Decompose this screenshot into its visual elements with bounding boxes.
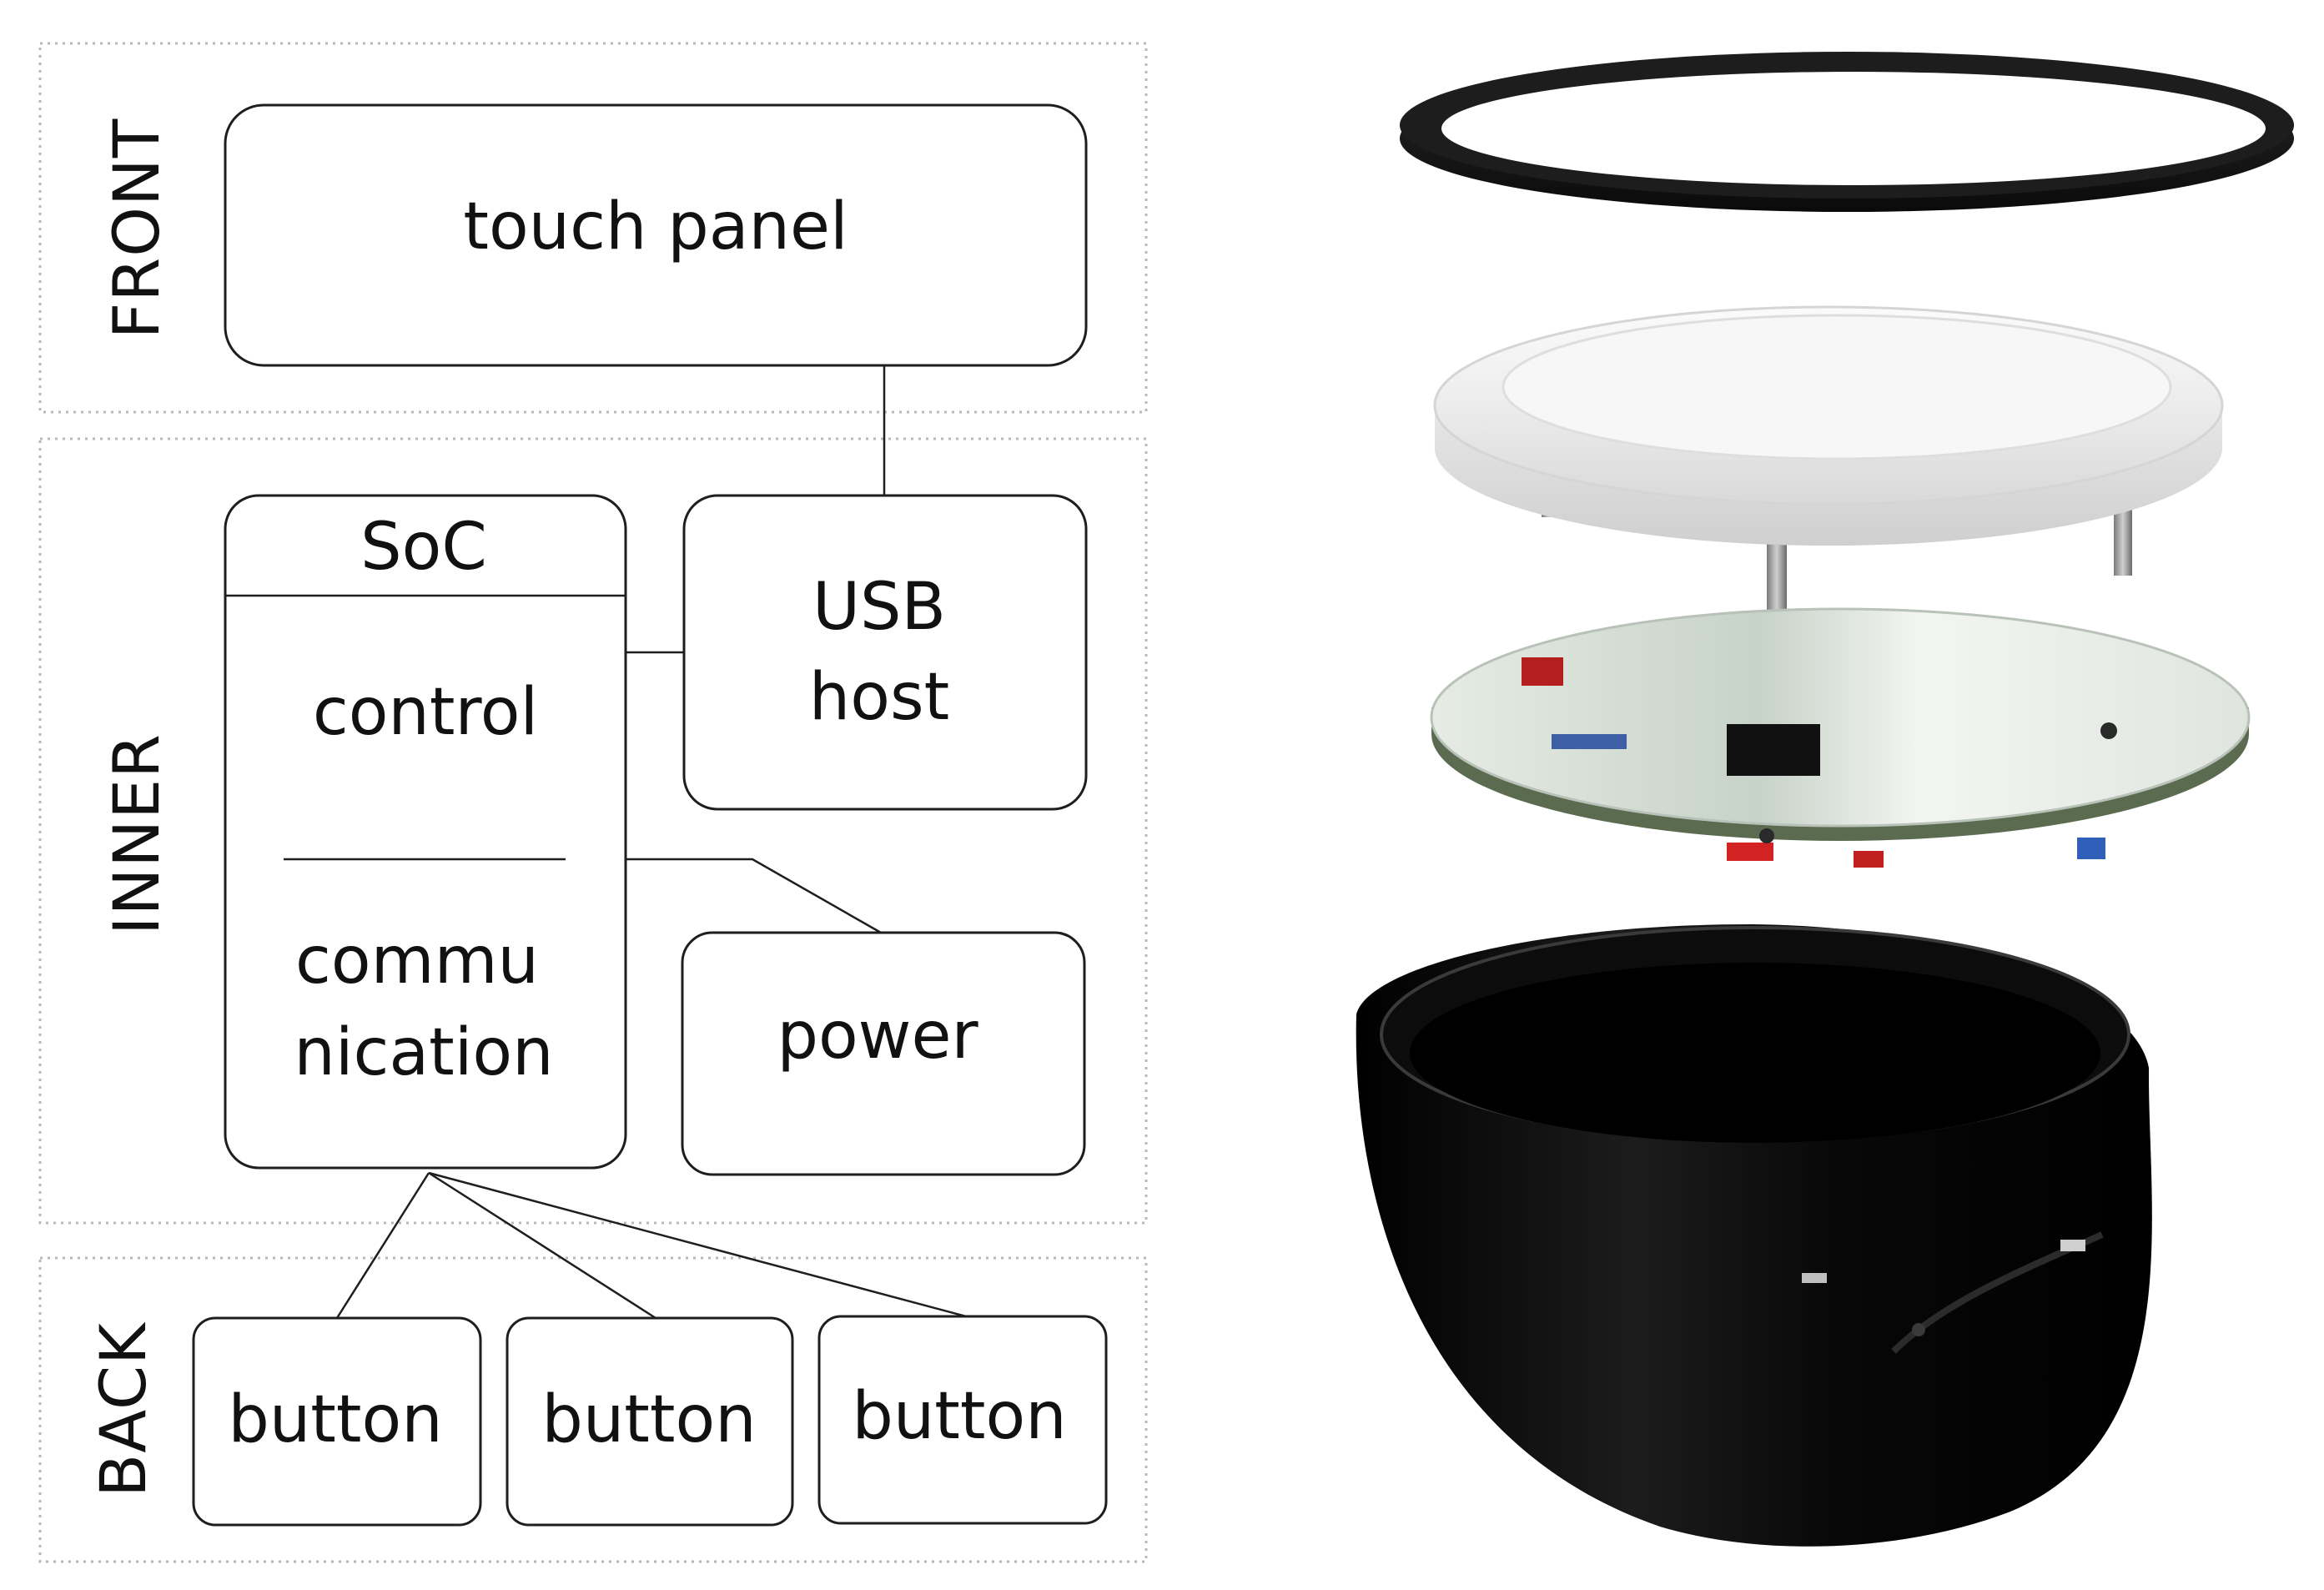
touch-panel-label: touch panel [463, 189, 848, 264]
pcb-red-connector-2 [1854, 851, 1884, 868]
power-label: power [777, 999, 978, 1074]
button-block-3: button [817, 1315, 1108, 1525]
pcb-part [1430, 607, 2251, 868]
pcb-mount-hole-2 [1759, 828, 1774, 843]
wire-soc-power [626, 858, 882, 934]
usb-host-label-1: USB [812, 570, 946, 645]
button-box-2 [506, 1316, 794, 1527]
wire-soc-button-1 [335, 1172, 430, 1319]
button-box-3 [817, 1315, 1108, 1525]
block-diagram: FRONT INNER BACK touch panel SoC control… [38, 42, 1148, 1563]
pcb-blue-connector [2077, 838, 2105, 859]
touch-panel-box [224, 103, 1088, 367]
power-box [681, 931, 1086, 1176]
front-section-frame [38, 42, 1148, 414]
housing-button-hole [1912, 1323, 1925, 1336]
touch-panel-block: touch panel [224, 103, 1088, 367]
top-ring-hole [1441, 72, 2266, 185]
usb-host-box [682, 494, 1088, 811]
button-label-1: button [228, 1382, 442, 1457]
pcb-red-component [1522, 657, 1563, 686]
lid-part [1433, 305, 2224, 667]
pcb-mount-hole [2100, 722, 2117, 739]
pcb-chip [1727, 724, 1820, 776]
button-label-3: button [852, 1379, 1066, 1454]
pcb-board [1430, 607, 2251, 828]
back-section-label: BACK [86, 1321, 160, 1497]
soc-block: SoC control commu nication [224, 494, 627, 1170]
inner-section-label: INNER [99, 733, 174, 935]
lid-post-right [2114, 504, 2132, 576]
button-label-2: button [541, 1382, 756, 1457]
exploded-view [1356, 52, 2294, 1547]
housing-part [1356, 924, 2152, 1547]
pcb-blue-strip [1552, 734, 1627, 749]
wire-soc-button-3 [428, 1171, 967, 1318]
back-section-frame [38, 1256, 1148, 1563]
housing-cavity [1410, 963, 2100, 1143]
lid-recess [1502, 314, 2172, 460]
soc-box [224, 494, 627, 1170]
housing-port-1 [1802, 1273, 1827, 1283]
pcb-red-connector-1 [1727, 843, 1773, 861]
top-ring-part [1400, 52, 2294, 212]
usb-host-label-2: host [809, 660, 949, 735]
front-section-label: FRONT [99, 118, 174, 340]
usb-host-block: USB host [682, 494, 1088, 811]
soc-communication-label-1: commu [295, 923, 539, 999]
soc-control-label: control [313, 675, 538, 750]
soc-title: SoC [360, 510, 487, 585]
button-block-1: button [192, 1316, 482, 1527]
soc-communication-label-2: nication [294, 1015, 553, 1090]
power-block: power [681, 931, 1086, 1176]
inner-section-frame [38, 437, 1148, 1225]
button-box-1 [192, 1316, 482, 1527]
wire-soc-button-2 [428, 1171, 656, 1320]
housing-port-2 [2060, 1240, 2085, 1251]
button-block-2: button [506, 1316, 794, 1527]
